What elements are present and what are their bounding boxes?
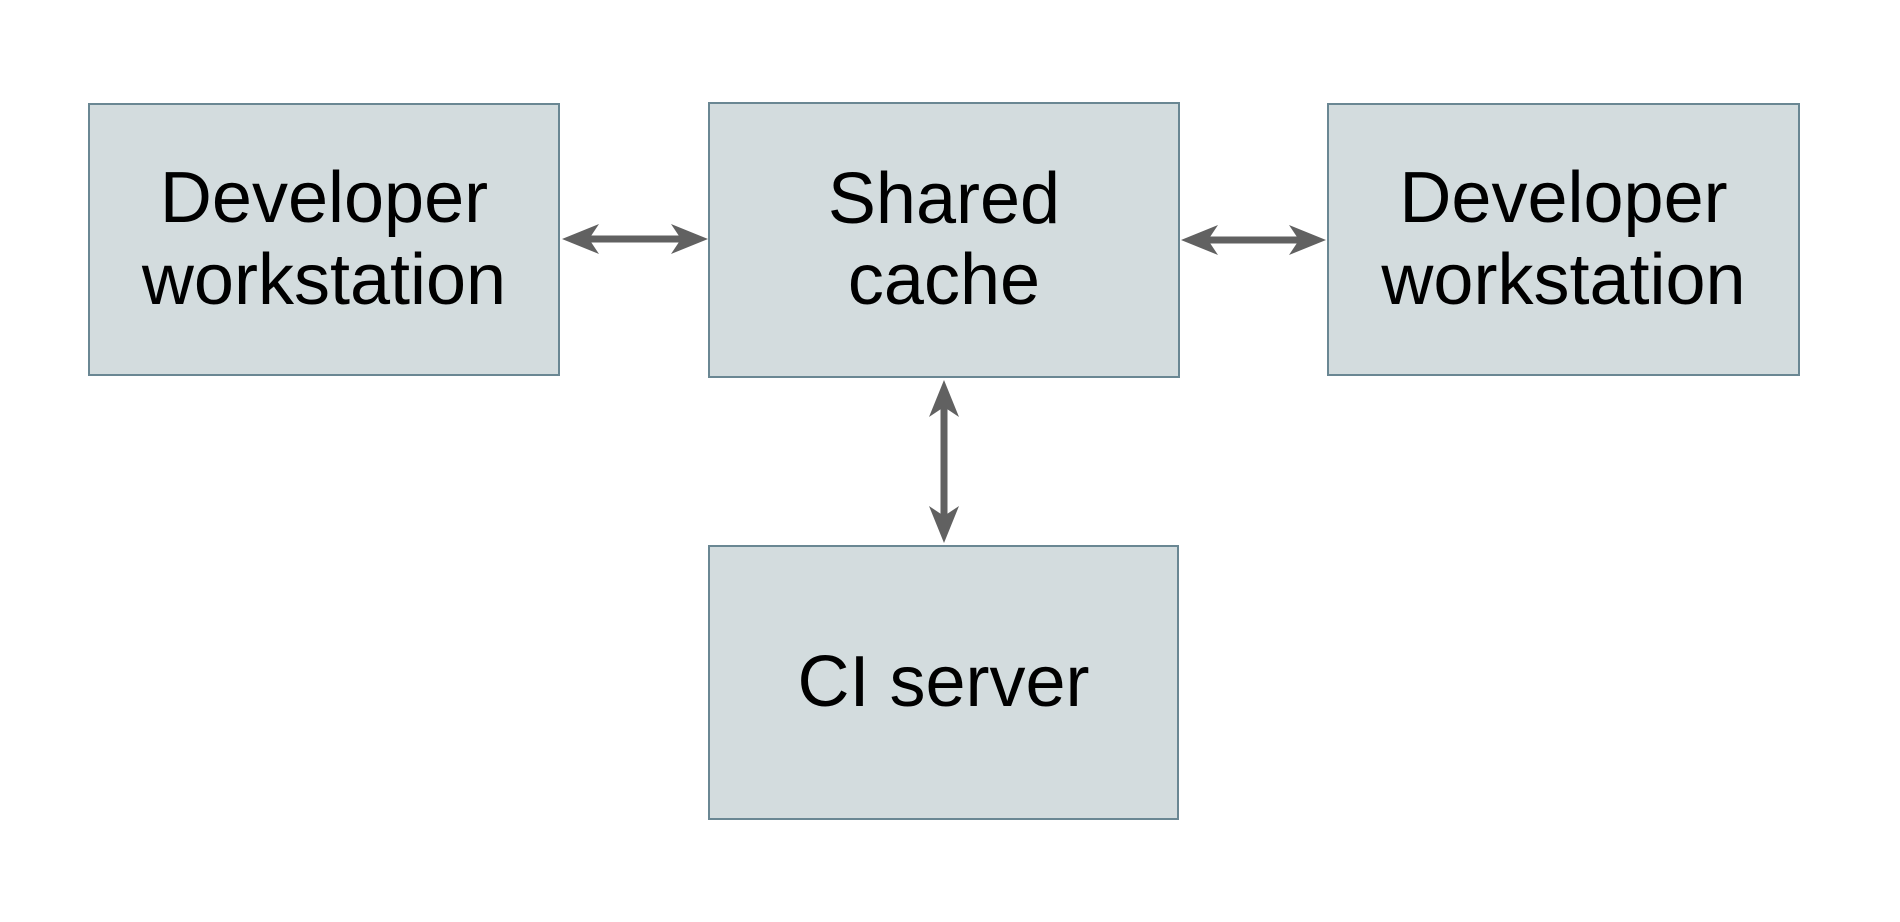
arrow-cache-ci-server bbox=[929, 380, 959, 543]
arrowhead-left bbox=[562, 224, 599, 254]
node-label: Shared cache bbox=[827, 158, 1061, 320]
node-label: Developer workstation bbox=[141, 158, 507, 320]
arrowhead-right bbox=[1289, 225, 1326, 255]
node-shared-cache: Shared cache bbox=[708, 102, 1180, 378]
node-label: Developer workstation bbox=[1381, 158, 1746, 320]
arrow-cache-workstation-right bbox=[1181, 225, 1326, 255]
node-ci-server: CI server bbox=[708, 545, 1179, 820]
node-label: CI server bbox=[797, 641, 1090, 722]
arrowhead-down bbox=[929, 506, 959, 543]
node-developer-workstation-right: Developer workstation bbox=[1327, 103, 1800, 376]
arrow-workstation-left-cache bbox=[562, 224, 708, 254]
arrowhead-left bbox=[1181, 225, 1218, 255]
arrowhead-up bbox=[929, 380, 959, 417]
arrowhead-right bbox=[671, 224, 708, 254]
node-developer-workstation-left: Developer workstation bbox=[88, 103, 560, 376]
